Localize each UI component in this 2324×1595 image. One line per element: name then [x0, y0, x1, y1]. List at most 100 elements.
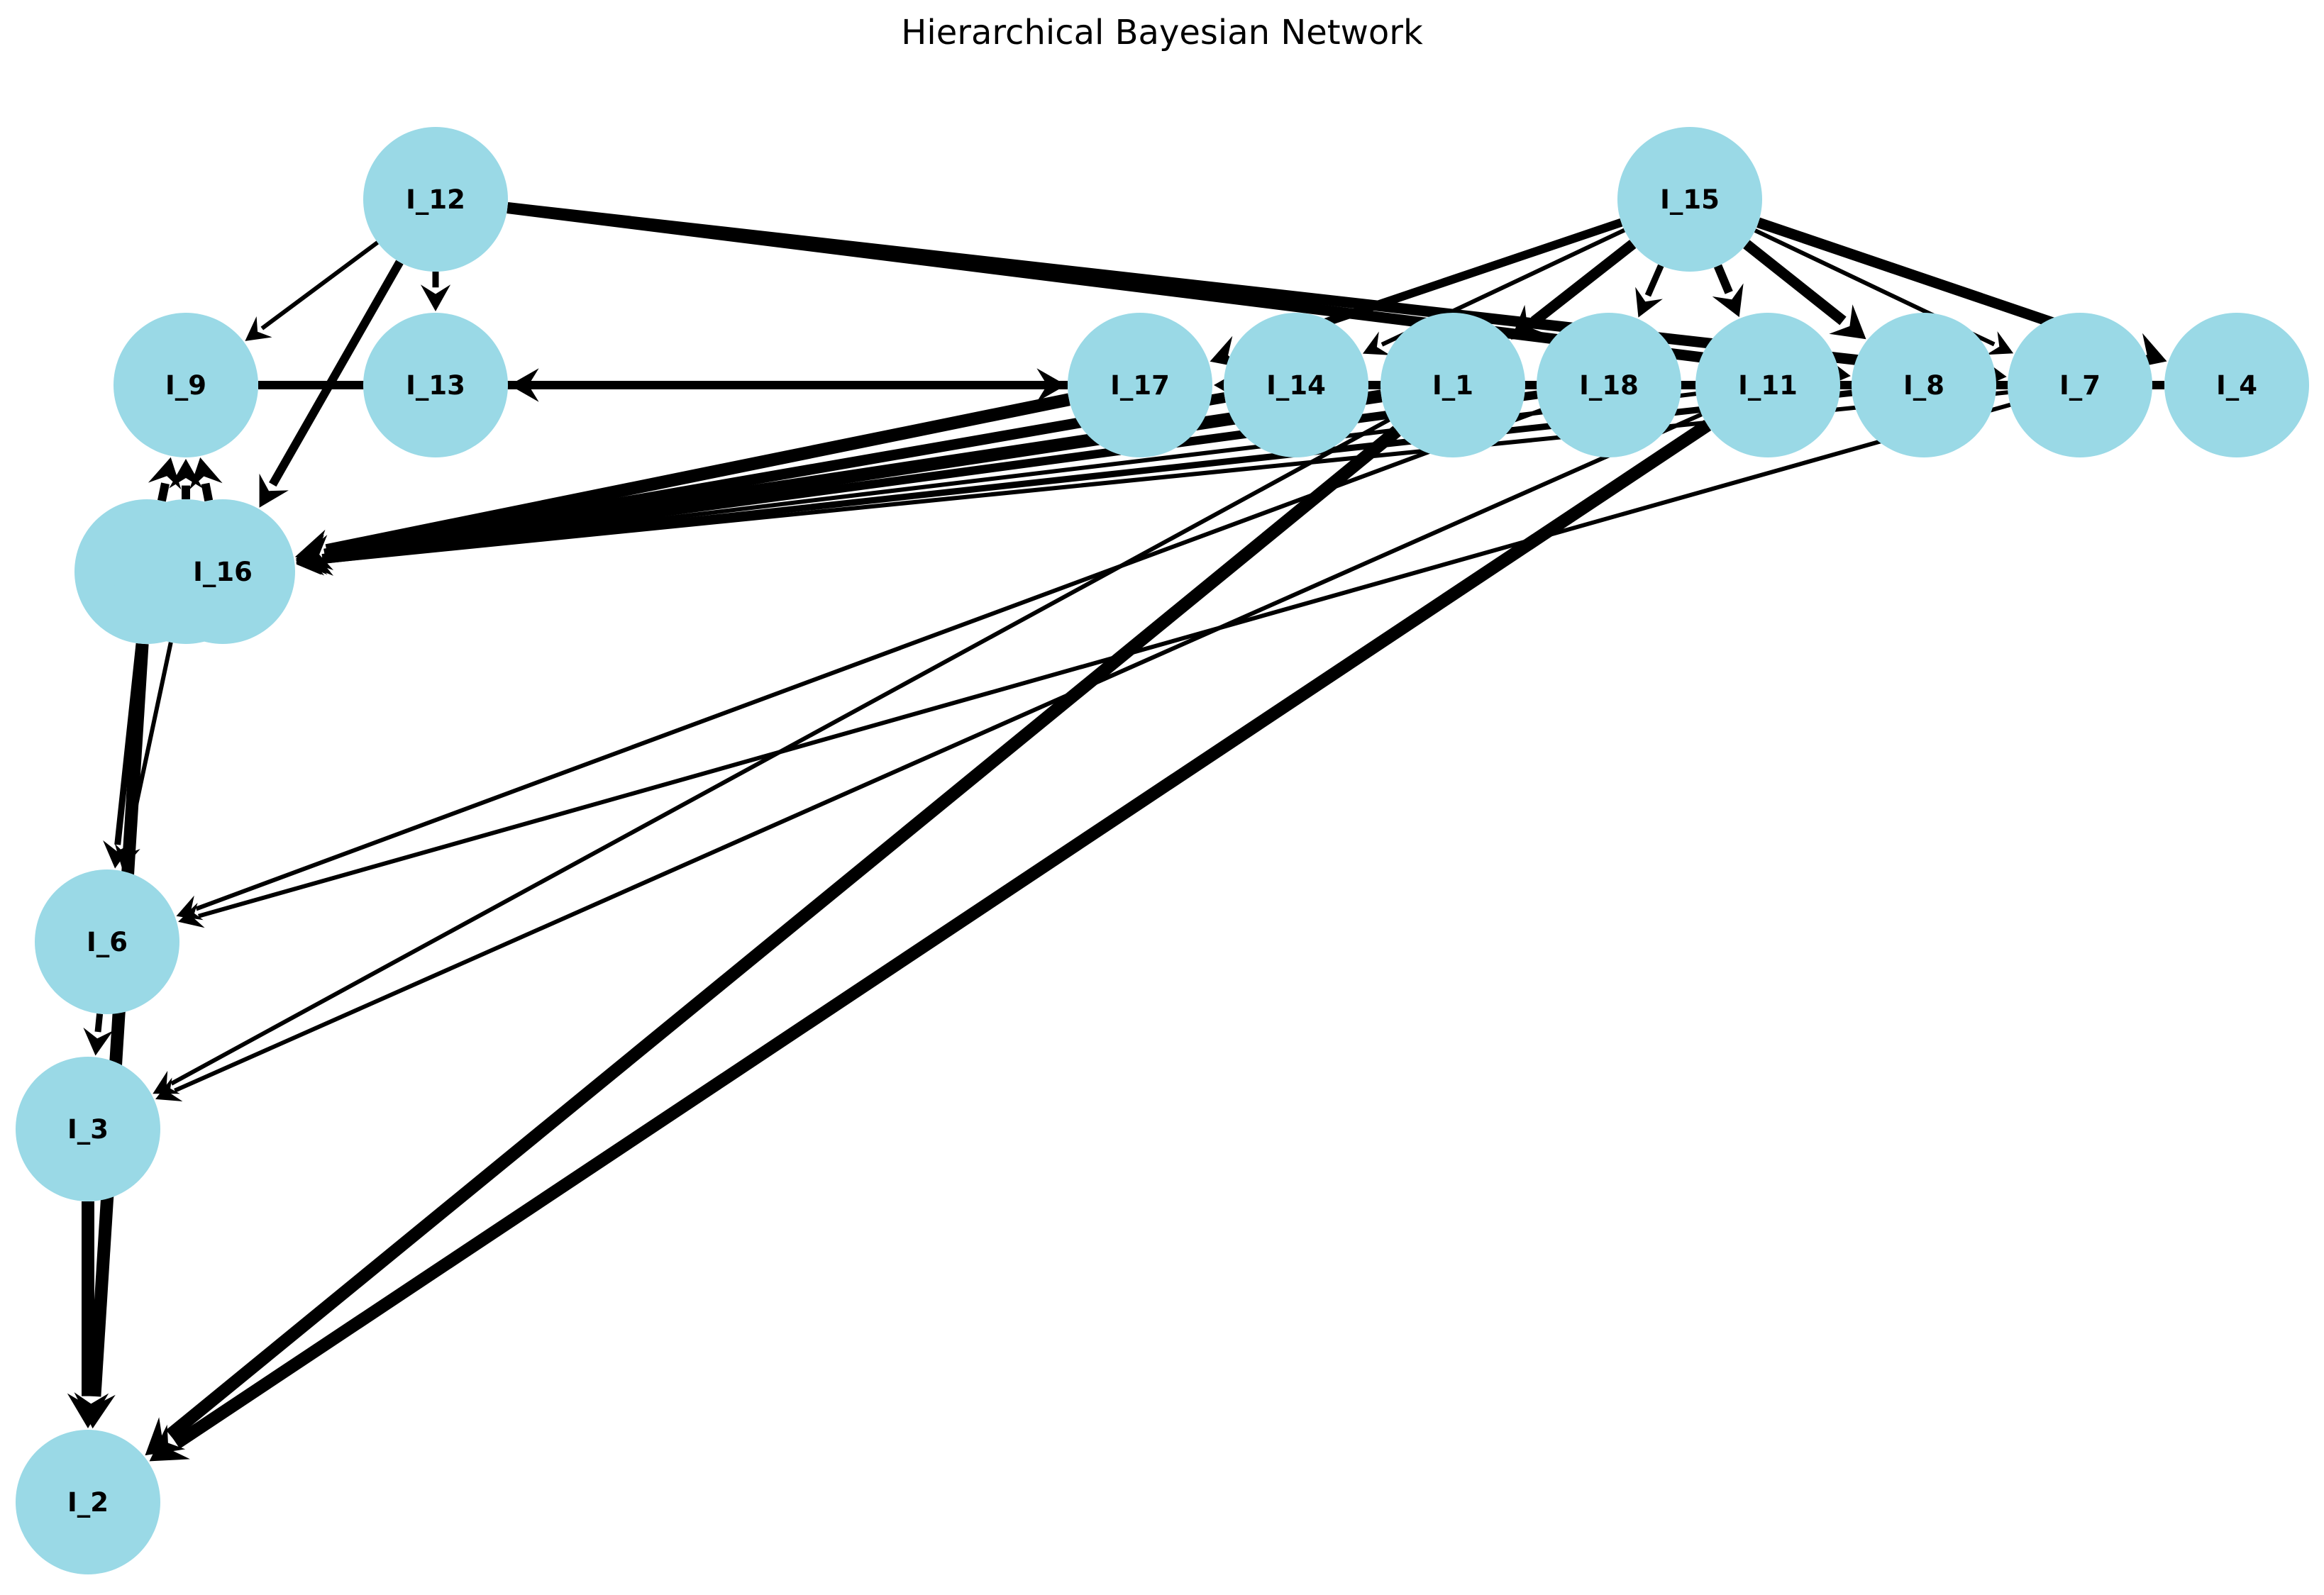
- node-circle: [114, 313, 258, 457]
- node-I_3[interactable]: I_3: [16, 1057, 160, 1201]
- edge-I_17-to-I_13: [509, 368, 1068, 402]
- node-I_14[interactable]: I_14: [1224, 313, 1368, 457]
- node-label: I_16: [193, 557, 253, 587]
- edge-I_12-to-I_16: [259, 260, 404, 508]
- edge-I_7-to-I_6: [178, 402, 2011, 928]
- edge-arrowhead: [149, 1424, 190, 1462]
- edge-I_16-to-I_9: [189, 457, 223, 502]
- node-circle: [1852, 313, 1996, 457]
- node-label: I_9: [165, 370, 206, 401]
- node-circle: [1537, 313, 1681, 457]
- node-circle: [16, 1430, 160, 1574]
- edge-arrowhead: [153, 1070, 180, 1094]
- node-label: I_17: [1110, 370, 1170, 401]
- edge-line: [325, 393, 1070, 557]
- edge-line: [157, 482, 170, 502]
- edge-line: [1743, 240, 1847, 326]
- node-circle: [35, 869, 179, 1014]
- edge-line: [1530, 240, 1637, 326]
- node-label: I_1: [1432, 370, 1473, 401]
- edge-line: [94, 1013, 104, 1033]
- edge-line: [201, 482, 214, 502]
- node-circle: [1068, 313, 1212, 457]
- edge-I_11-to-I_2: [149, 420, 1712, 1462]
- node-circle: [2164, 313, 2309, 457]
- edge-line: [197, 402, 2011, 918]
- node-circle: [1695, 313, 1840, 457]
- edge-arrowhead: [155, 1077, 183, 1101]
- node-label: I_14: [1266, 370, 1326, 401]
- edge-line: [269, 260, 404, 487]
- node-I_1[interactable]: I_1: [1380, 313, 1525, 457]
- edge-arrowhead: [178, 902, 205, 928]
- edge-line: [170, 418, 1390, 1086]
- edge-line: [1644, 264, 1664, 297]
- edge-arrowhead: [176, 895, 204, 921]
- edge-arrowhead: [1986, 331, 2014, 355]
- node-I_2[interactable]: I_2: [16, 1430, 160, 1574]
- edge-arrowhead: [1712, 283, 1744, 318]
- edge-line: [165, 426, 1401, 1440]
- edge-I_12-to-I_9: [245, 240, 379, 341]
- edge-line: [88, 643, 149, 1397]
- edge-I_15-to-I_11: [1712, 264, 1744, 318]
- node-I_17[interactable]: I_17: [1068, 313, 1212, 457]
- node-label: I_2: [67, 1487, 109, 1518]
- node-label: I_8: [1903, 370, 1944, 401]
- node-I_12[interactable]: I_12: [363, 127, 508, 272]
- node-label: I_7: [2059, 370, 2101, 401]
- node-I_7[interactable]: I_7: [2008, 313, 2152, 457]
- edge-arrowhead: [259, 473, 289, 508]
- edge-arrowhead: [189, 457, 223, 490]
- edge-arrowhead: [67, 1393, 109, 1428]
- edge-line: [1713, 264, 1733, 294]
- node-circle: [363, 127, 508, 272]
- edge-arrowhead: [509, 368, 539, 402]
- node-label: I_11: [1738, 370, 1798, 401]
- node-I_4[interactable]: I_4: [2164, 313, 2309, 457]
- edge-I_1-to-I_3: [153, 418, 1390, 1094]
- edge-I_15-to-I_18: [1635, 264, 1664, 318]
- node-I_8[interactable]: I_8: [1852, 313, 1996, 457]
- edge-I_15-to-I_1: [1510, 240, 1637, 340]
- edge-I_12-to-I_13: [420, 272, 451, 311]
- edge-I_1-to-I_2: [145, 426, 1401, 1456]
- edge-arrowhead: [1363, 331, 1390, 355]
- edge-arrowhead: [245, 316, 272, 341]
- node-label: I_4: [2216, 370, 2257, 401]
- node-I_9[interactable]: I_9: [114, 313, 258, 457]
- edge-arrowhead: [145, 1417, 186, 1456]
- node-label: I_12: [406, 184, 465, 215]
- edge-arrowhead: [1829, 304, 1866, 340]
- node-I_18[interactable]: I_18: [1537, 313, 1681, 457]
- edge-arrowhead: [420, 284, 451, 311]
- diagram-title: Hierarchical Bayesian Network: [901, 13, 1423, 52]
- edge-I_3-to-I_2: [67, 1201, 109, 1428]
- node-circle: [2008, 313, 2152, 457]
- edge-I_11-to-I_3: [155, 412, 1703, 1101]
- edge-I_6-to-I_3: [83, 1013, 114, 1056]
- node-label: I_15: [1660, 184, 1720, 215]
- node-I_16[interactable]: I_16: [150, 499, 295, 644]
- node-I_11[interactable]: I_11: [1695, 313, 1840, 457]
- node-I_6[interactable]: I_6: [35, 869, 179, 1014]
- node-label: I_3: [67, 1114, 109, 1145]
- edge-arrowhead: [83, 1027, 114, 1056]
- edge-arrowhead: [1635, 287, 1663, 318]
- node-I_13[interactable]: I_13: [363, 313, 508, 457]
- edge-I_15-to-I_8: [1743, 240, 1866, 340]
- edge-line: [326, 389, 1383, 562]
- node-circle: [363, 313, 508, 457]
- edge-line: [174, 412, 1703, 1093]
- node-label: I_6: [87, 927, 128, 957]
- node-circle: [1617, 127, 1762, 272]
- node-circle: [1380, 313, 1525, 457]
- edge-arrowhead: [2130, 333, 2167, 369]
- edge-arrowhead: [296, 548, 321, 575]
- node-I_15[interactable]: I_15: [1617, 127, 1762, 272]
- edge-line: [172, 420, 1712, 1449]
- edge-arrowhead: [1210, 335, 1244, 368]
- nodes-layer: I_12 I_15I_9 I_13 I_17 I_14 I_1 I_18 I_11 I_8 I_7…: [16, 127, 2309, 1574]
- node-circle: [1224, 313, 1368, 457]
